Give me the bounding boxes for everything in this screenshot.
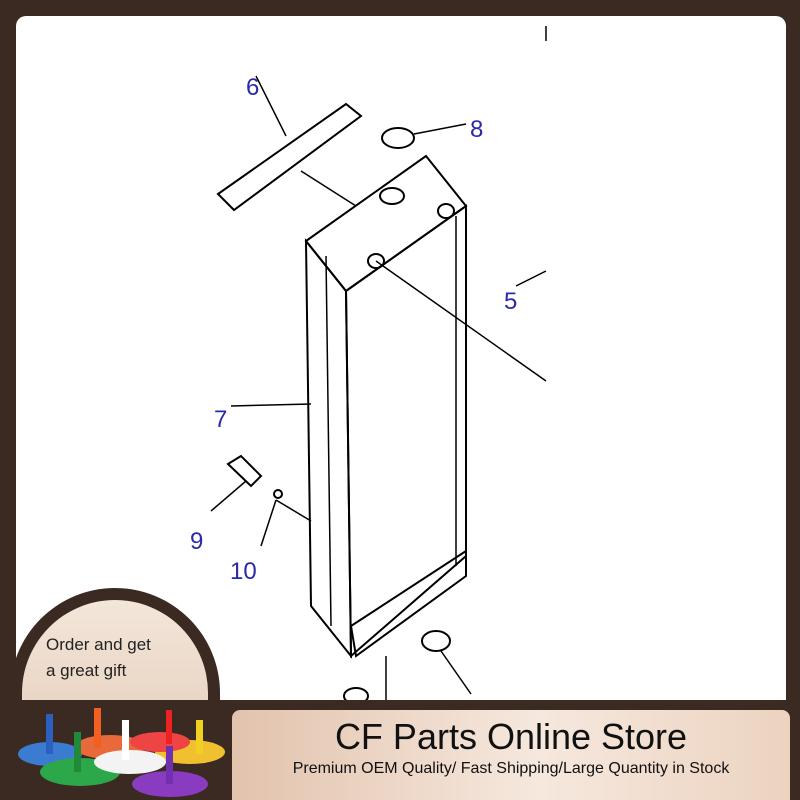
radiator-exploded-diagram (210, 26, 547, 716)
spinning-tops-image (18, 708, 225, 797)
part-8-cap (381, 127, 415, 149)
callout-5: 5 (504, 288, 518, 315)
callout-8: 8 (470, 116, 484, 143)
callout-10: 10 (230, 558, 257, 585)
gift-line-1: Order and get (46, 635, 151, 654)
store-subtitle: Premium OEM Quality/ Fast Shipping/Large… (292, 760, 730, 777)
callout-9: 9 (190, 528, 204, 555)
gift-line-2: a great gift (46, 661, 127, 680)
store-title: CF Parts Online Store (334, 716, 688, 757)
part-6-bar (216, 102, 363, 212)
gift-text: Order and get a great gift (46, 632, 151, 684)
callout-6: 6 (246, 74, 260, 101)
banner-plate (232, 710, 790, 800)
callout-7: 7 (214, 406, 228, 433)
